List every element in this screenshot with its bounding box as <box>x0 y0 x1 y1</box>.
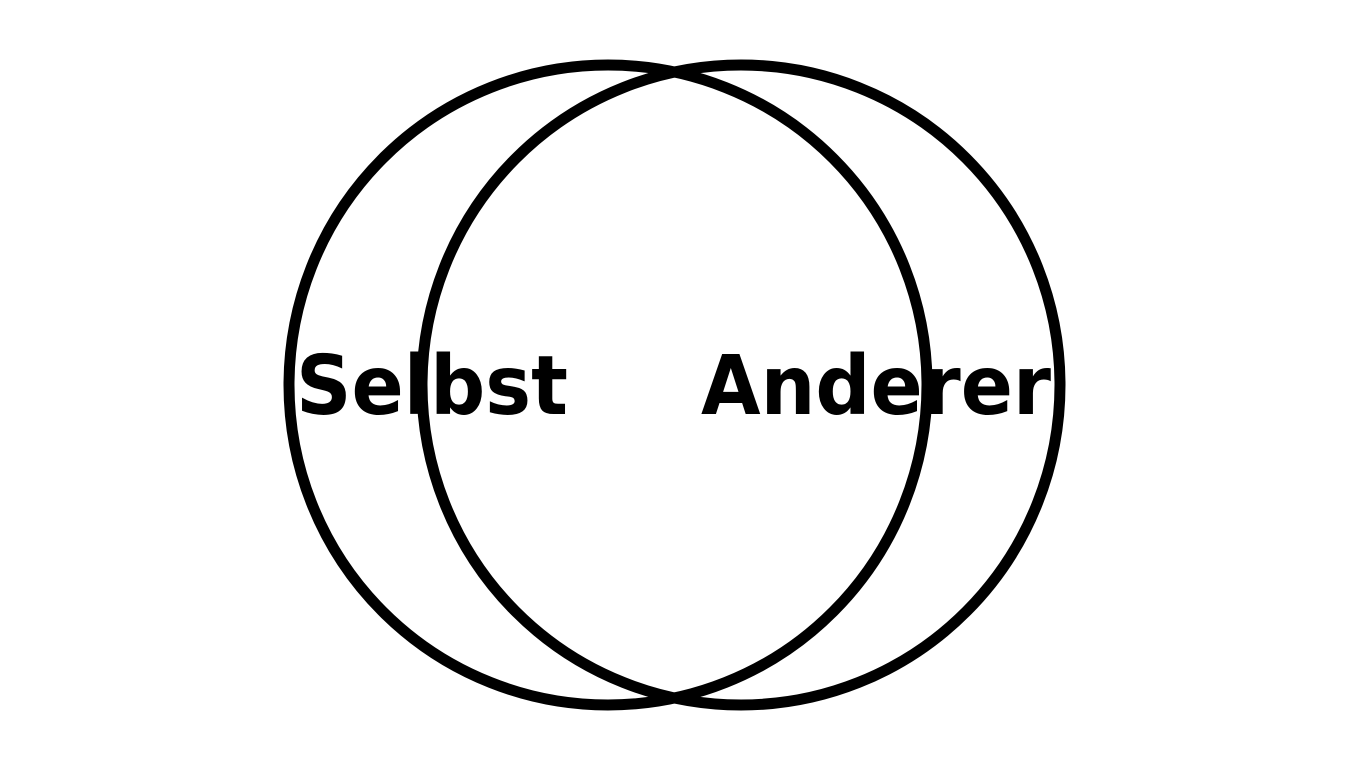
label-selbst: Selbst <box>296 339 568 434</box>
label-anderer: Anderer <box>701 339 1052 434</box>
circle-anderer <box>416 59 1066 711</box>
circle-selbst <box>283 59 933 711</box>
